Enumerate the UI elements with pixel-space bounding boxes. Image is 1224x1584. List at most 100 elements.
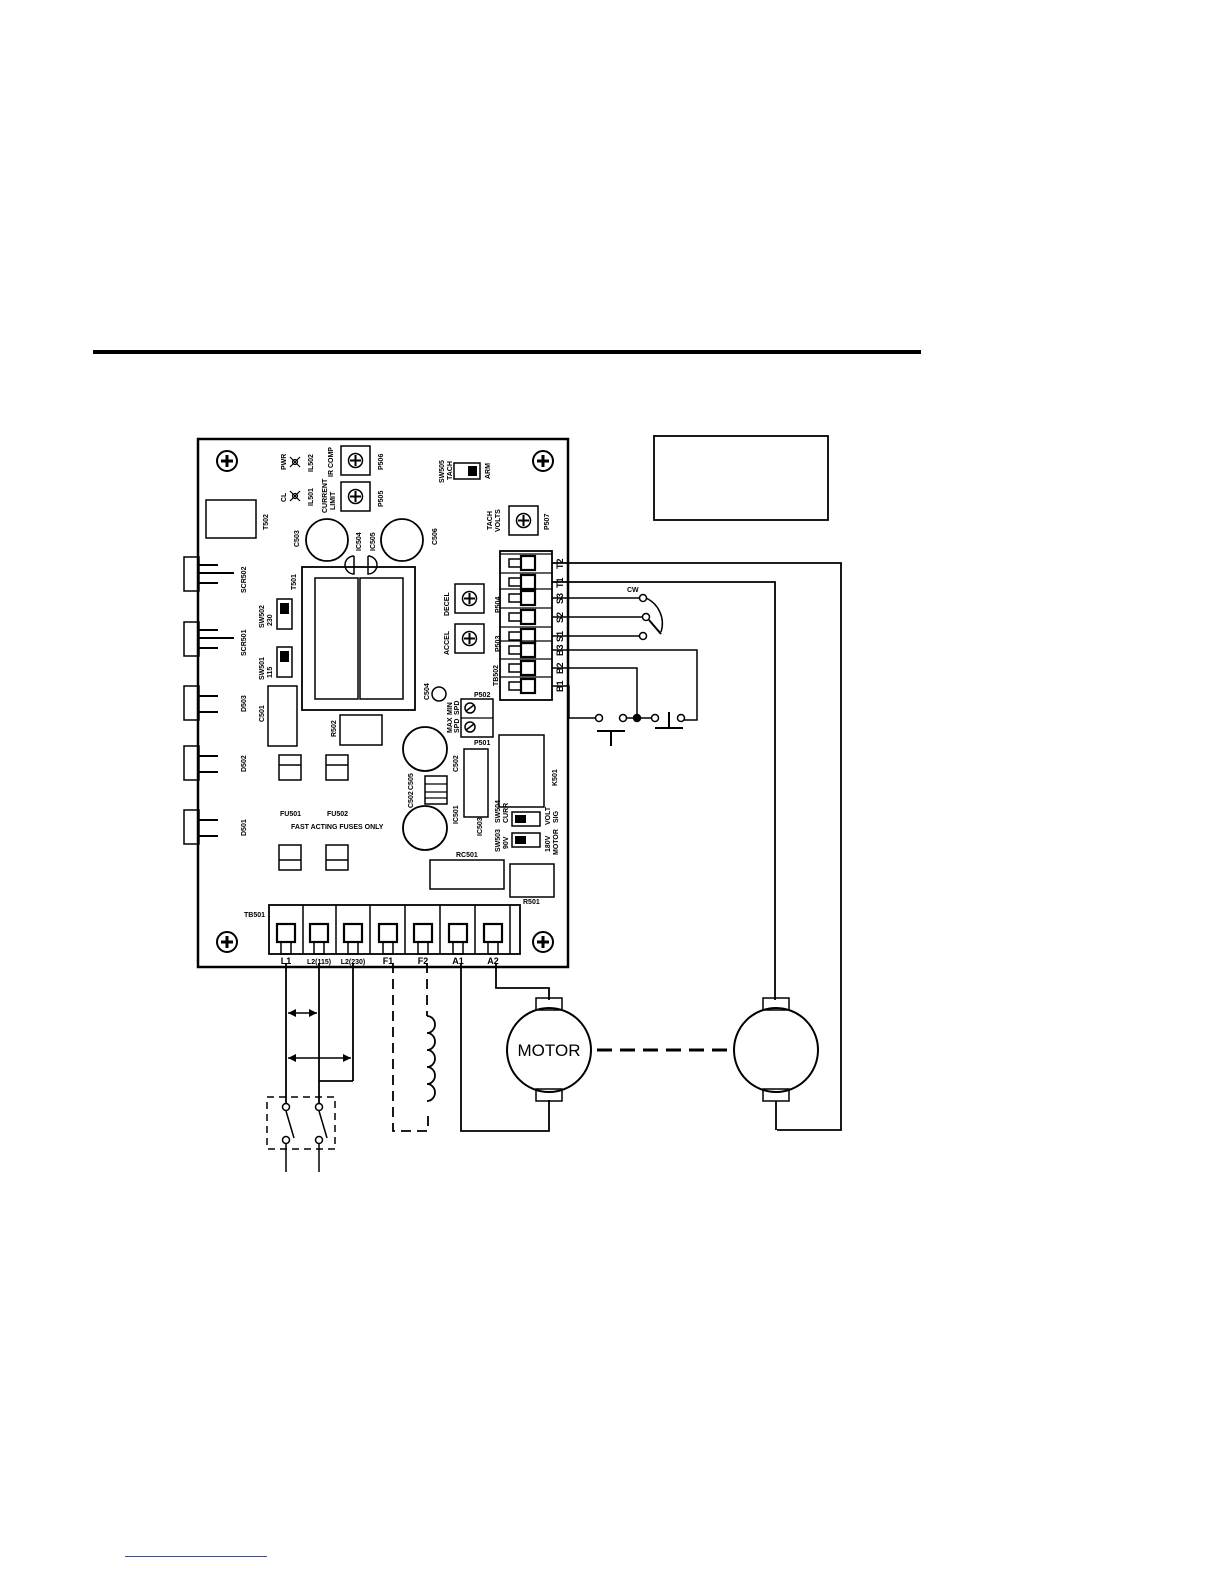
tb501-terminal-label: L2(115)	[307, 959, 331, 966]
sw504-sig-label: SIG	[553, 810, 560, 823]
ic501-label: IC501	[453, 805, 460, 824]
sw503-motor-label: MOTOR	[553, 829, 560, 855]
mounting-screw-icon	[532, 450, 554, 472]
p503-label: P503	[495, 636, 502, 652]
motor-label: MOTOR	[518, 1041, 581, 1060]
d503-connector	[183, 685, 218, 721]
pwr-label: PWR	[281, 454, 288, 470]
scr502-label: SCR502	[241, 566, 248, 593]
slide-switch-icon	[453, 462, 481, 480]
c502b-label: C502	[408, 791, 415, 808]
volts-label: VOLTS	[495, 509, 502, 532]
min-label: MIN	[447, 702, 454, 715]
tb502-terminal	[500, 640, 552, 659]
ic504-label: IC504	[356, 532, 363, 551]
cw-label: CW	[627, 587, 639, 594]
current-label: CURRENT	[322, 478, 329, 513]
rc501-snubber	[429, 859, 505, 890]
p504-label: P504	[495, 597, 502, 613]
sw501-115-label: 115	[267, 667, 274, 678]
c503-label: C503	[294, 530, 301, 547]
r501-label: R501	[523, 899, 540, 906]
c504-label: C504	[424, 683, 431, 700]
tb502-terminal	[500, 658, 552, 677]
sw503-180v-label: 180V	[545, 835, 552, 852]
dc-motor-icon	[506, 997, 592, 1102]
accel-label: ACCEL	[444, 630, 451, 655]
tb501-terminal-label: F1	[383, 956, 394, 966]
fu501-fuse	[278, 754, 302, 871]
t2-wire	[552, 562, 842, 1131]
tb502-terminal-block	[499, 550, 553, 701]
d501-connector	[183, 809, 218, 845]
t501-label: T501	[291, 574, 298, 590]
page-header-rule	[93, 350, 921, 354]
tb501-terminal-label: L1	[281, 956, 292, 966]
tb501-terminal	[308, 905, 337, 955]
trim-pot-pair	[460, 698, 494, 738]
t1-wire	[552, 581, 776, 1000]
disconnect-switch-icon	[266, 1096, 336, 1172]
footer-link-rule	[125, 1556, 267, 1557]
ic505-regulator-icon	[367, 555, 378, 575]
tb502-terminal	[500, 607, 552, 626]
tb501-terminal	[447, 905, 476, 955]
ic504-regulator-icon	[344, 555, 355, 575]
max-label: MAX	[447, 717, 454, 733]
t501-transformer	[301, 566, 416, 711]
fu502-label: FU502	[327, 811, 348, 818]
mounting-screw-icon	[216, 450, 238, 472]
scr502-connector	[183, 556, 234, 592]
tb502-terminal	[500, 572, 552, 591]
c506-capacitor	[380, 518, 424, 562]
stop-start-pushbuttons	[552, 649, 698, 746]
k501-relay	[498, 734, 545, 808]
potentiometer-icon	[508, 505, 539, 536]
ac-line-wiring	[285, 963, 354, 1103]
c504-capacitor	[431, 686, 447, 702]
d502-label: D502	[241, 755, 248, 772]
p501-label: P501	[474, 740, 490, 747]
tb501-terminal-block	[268, 904, 521, 955]
t502-transformer	[205, 499, 257, 539]
ir-comp-label: IR COMP	[328, 447, 335, 477]
led-icon	[289, 456, 301, 468]
potentiometer-icon	[454, 583, 485, 614]
c502-label: C502	[453, 755, 460, 772]
tb501-terminal-label: F2	[418, 956, 429, 966]
tb502-terminal	[500, 553, 552, 572]
potentiometer-icon	[340, 481, 371, 512]
slide-switch-icon	[511, 832, 541, 848]
sw505-tach-label: TACH	[447, 461, 454, 480]
d503-label: D503	[241, 695, 248, 712]
il502-label: IL502	[308, 454, 315, 472]
armature-wiring	[460, 963, 550, 1132]
control-board: PWR IL502 CL IL501 IR COMP P506 CURRENT …	[183, 437, 570, 969]
d502-connector	[183, 745, 218, 781]
ic503-chip	[463, 748, 489, 818]
t502-label: T502	[263, 514, 270, 530]
sw504-curr-label: CURR	[503, 803, 510, 823]
tb502-label: TB502	[493, 665, 500, 686]
cl-label: CL	[281, 492, 288, 502]
r501-resistor	[509, 863, 555, 898]
limit-label: LIMIT	[330, 491, 337, 510]
rc501-label: RC501	[456, 852, 478, 859]
blank-note-box	[653, 435, 829, 521]
ic503-label: IC503	[477, 817, 484, 836]
fu502-fuse	[325, 754, 349, 871]
potentiometer-icon	[454, 623, 485, 654]
tb502-terminals	[500, 553, 552, 695]
tb501-terminal-label: A1	[452, 956, 464, 966]
d501-label: D501	[241, 819, 248, 836]
fu501-label: FU501	[280, 811, 301, 818]
c505-capacitor	[402, 726, 448, 772]
c501-capacitor	[267, 685, 298, 747]
max-spd-label: SPD	[454, 719, 461, 733]
ic505-label: IC505	[370, 532, 377, 551]
scr501-label: SCR501	[241, 629, 248, 656]
slide-switch-icon	[511, 811, 541, 827]
sw501-label: SW501	[259, 657, 266, 680]
